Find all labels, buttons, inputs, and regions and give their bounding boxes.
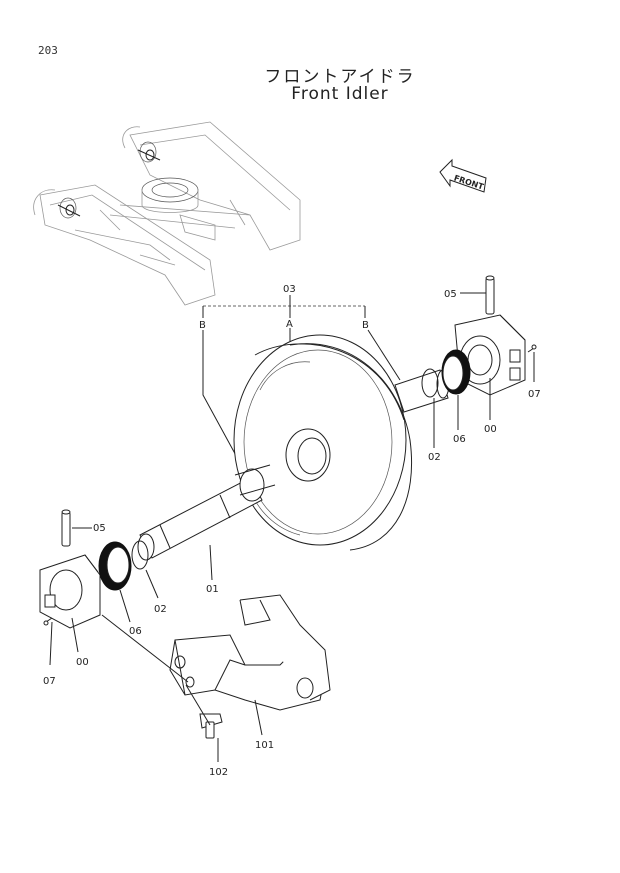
idler-wheel (233, 334, 413, 551)
left-oring-02 (131, 540, 149, 570)
undercarriage-overview-sketch (33, 121, 301, 306)
callout-07-right: 07 (528, 389, 541, 400)
callout-05-left: 05 (93, 523, 106, 534)
left-pin-05 (61, 509, 71, 547)
callout-b-right: B (362, 320, 369, 331)
bolt-102 (185, 684, 223, 739)
page-number: 203 (38, 44, 58, 57)
callout-02-left: 02 (154, 604, 167, 615)
callout-102: 102 (209, 767, 228, 778)
leader-lines (49, 292, 535, 762)
callout-labels: 03 A B B 05 05 07 07 00 00 02 02 06 06 0… (43, 284, 541, 778)
idler-shaft (137, 369, 450, 561)
callout-06-right: 06 (453, 434, 466, 445)
left-pin-07 (43, 617, 53, 626)
left-seal-06 (98, 541, 132, 591)
callout-bracket-03 (202, 295, 401, 473)
left-bearing-00 (39, 554, 101, 629)
callout-06-left: 06 (129, 626, 142, 637)
callout-b-left: B (199, 320, 206, 331)
right-seal-06 (441, 349, 471, 395)
callout-a: A (286, 319, 293, 330)
callout-07-left: 07 (43, 676, 56, 687)
callout-00-right: 00 (484, 424, 497, 435)
front-direction-arrow: FRONT (439, 158, 487, 193)
right-oring-02 (421, 368, 439, 398)
callout-02-right: 02 (428, 452, 441, 463)
callout-00-left: 00 (76, 657, 89, 668)
yoke-101 (169, 594, 331, 711)
right-pin-05 (485, 275, 495, 315)
title-english: Front Idler (291, 84, 389, 104)
title-japanese: フロントアイドラ (264, 67, 416, 87)
right-pin-07 (527, 344, 537, 353)
callout-05-right: 05 (444, 289, 457, 300)
callout-03: 03 (283, 284, 296, 295)
callout-01: 01 (206, 584, 219, 595)
callout-101: 101 (255, 740, 274, 751)
